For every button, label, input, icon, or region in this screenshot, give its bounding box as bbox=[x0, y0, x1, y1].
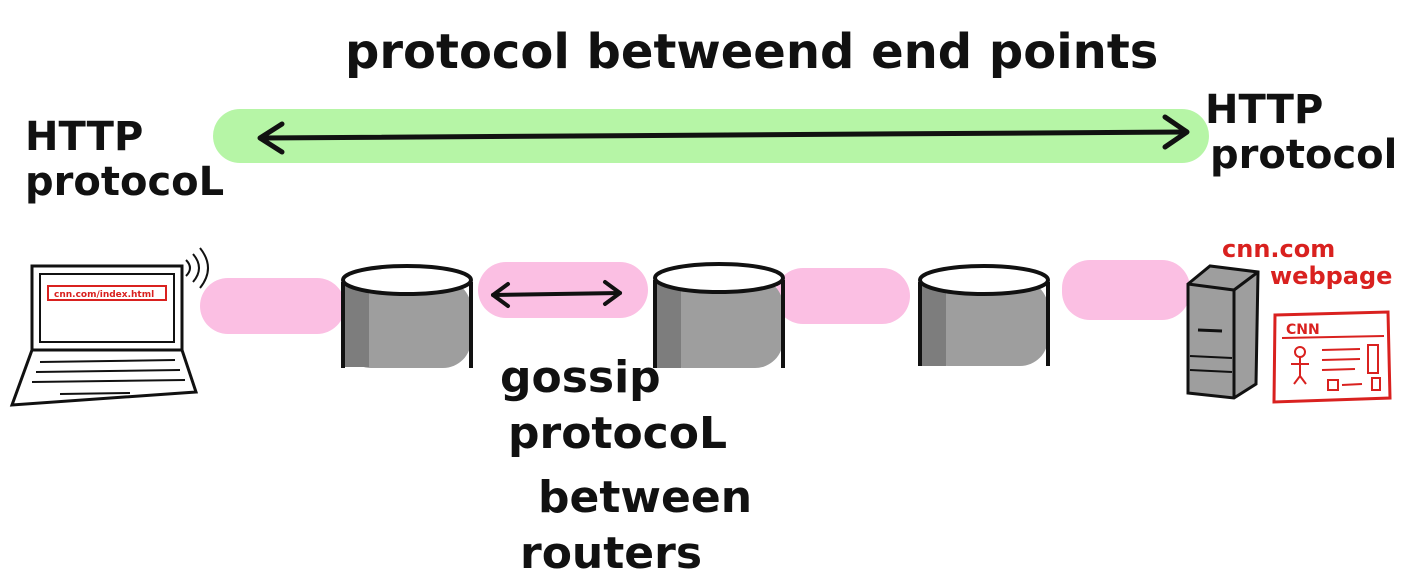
router-2-icon bbox=[653, 262, 785, 368]
link-band-router1-router2 bbox=[478, 262, 648, 318]
router-3-icon bbox=[918, 264, 1050, 366]
cnn-webpage-icon: CNN bbox=[1272, 310, 1392, 404]
gossip-label-line3: between bbox=[538, 472, 752, 523]
gossip-label-line2: protocoL bbox=[508, 408, 727, 459]
left-protocol-label: protocoL bbox=[25, 159, 224, 205]
link-band-router3-server bbox=[1062, 260, 1190, 320]
router-1-icon bbox=[341, 264, 473, 368]
diagram-title: protocol betweend end points bbox=[345, 24, 1158, 80]
gossip-label-line1: gossip bbox=[500, 352, 661, 403]
server-tower-icon bbox=[1186, 264, 1260, 400]
right-protocol-label: protocol bbox=[1210, 132, 1397, 178]
right-http-label: HTTP bbox=[1205, 87, 1323, 133]
server-label-line2: webpage bbox=[1270, 262, 1392, 290]
arrow-head-right bbox=[1162, 114, 1190, 150]
link-bands bbox=[200, 260, 1190, 334]
link-band-router2-router3 bbox=[775, 268, 910, 324]
laptop-url-bar: cnn.com/index.html bbox=[54, 290, 154, 300]
gossip-double-arrow bbox=[491, 280, 622, 308]
gossip-label-line4: routers bbox=[520, 528, 702, 579]
laptop-icon: cnn.com/index.html bbox=[9, 247, 209, 407]
http-end-to-end-band bbox=[213, 109, 1209, 163]
server-label-line1: cnn.com bbox=[1222, 235, 1335, 263]
webpage-logo: CNN bbox=[1286, 322, 1320, 338]
left-http-label: HTTP bbox=[25, 114, 143, 160]
link-band-laptop-router1 bbox=[200, 278, 345, 334]
http-double-arrow bbox=[259, 129, 1188, 141]
arrow-head-left bbox=[257, 121, 285, 155]
